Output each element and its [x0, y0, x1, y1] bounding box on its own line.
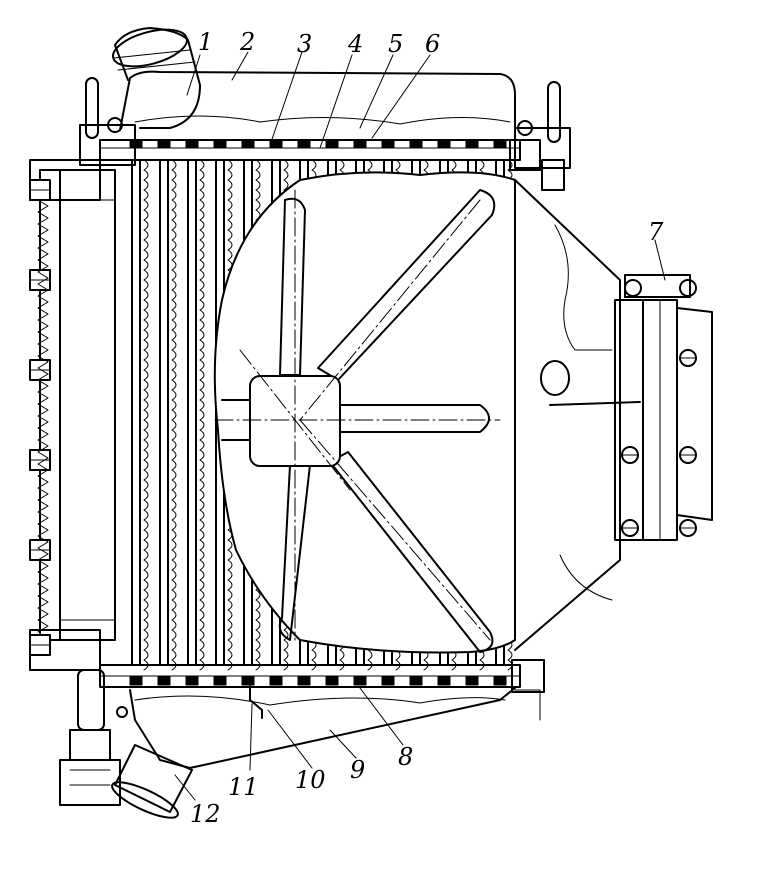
top-tube-plate [99, 139, 521, 161]
callout-labels: 1 2 3 4 5 6 7 8 9 10 11 12 [190, 28, 664, 828]
left-bolt [29, 539, 51, 561]
callout-9: 9 [350, 756, 365, 784]
top-right-bracket [514, 81, 571, 191]
sensor-fitting [540, 360, 641, 406]
callout-2: 2 [239, 28, 255, 56]
left-bolt [29, 179, 51, 201]
flange-bolt [621, 519, 639, 537]
top-tank [119, 70, 516, 133]
flange-bolt [679, 349, 697, 367]
top-inlet-pipe [112, 27, 201, 129]
callout-5: 5 [388, 30, 403, 58]
callout-3: 3 [297, 30, 312, 58]
drain-pipe [111, 744, 193, 819]
flange-bolt [679, 519, 697, 537]
flange-bolt [621, 446, 639, 464]
leader-lines [174, 51, 666, 801]
right-bottom-flange [511, 659, 545, 721]
core-tube [185, 140, 205, 686]
top-left-bracket [79, 77, 136, 166]
callout-10: 10 [295, 766, 326, 794]
right-transition-hood [514, 179, 713, 651]
left-seal [37, 199, 49, 633]
callout-4: 4 [347, 30, 363, 58]
cutaway-internal-spider [213, 171, 516, 654]
right-flange-bolts [621, 349, 697, 537]
left-bolt [29, 449, 51, 471]
callout-8: 8 [398, 743, 413, 771]
core-tube [157, 140, 177, 686]
left-cover-bolts [29, 179, 51, 656]
bottom-baffle-bracket [249, 685, 263, 719]
callout-7: 7 [648, 218, 664, 246]
drain-valve [59, 669, 128, 806]
right-top-flange [509, 139, 541, 171]
bottom-tank [129, 687, 516, 769]
callout-12: 12 [190, 800, 221, 828]
callout-6: 6 [425, 30, 440, 58]
callout-11: 11 [228, 773, 259, 801]
core-tube [129, 140, 149, 686]
flange-bolt [679, 446, 697, 464]
left-bolt [29, 634, 51, 656]
callout-1: 1 [198, 28, 213, 56]
left-bolt [29, 269, 51, 291]
bottom-tube-plate [99, 664, 521, 688]
left-bolt [29, 359, 51, 381]
